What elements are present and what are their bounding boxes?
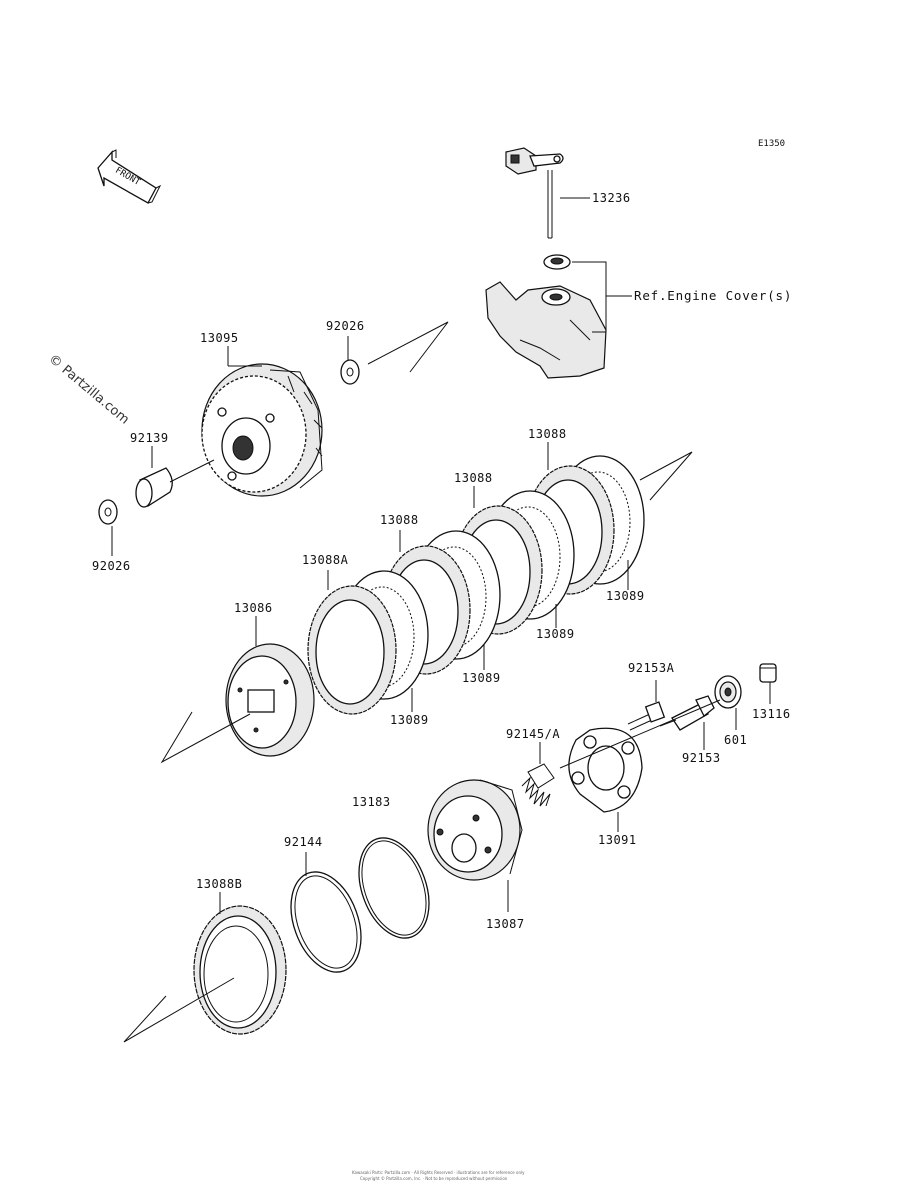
part-92153-bolt[interactable]: [659, 695, 715, 731]
label-92153[interactable]: 92153: [682, 751, 721, 765]
label-92026-bottom[interactable]: 92026: [92, 559, 131, 573]
label-13089-a[interactable]: 13089: [606, 589, 645, 603]
part-13183-ring[interactable]: [346, 828, 442, 948]
label-13087[interactable]: 13087: [486, 917, 525, 931]
label-92153A[interactable]: 92153A: [628, 661, 675, 675]
label-13086[interactable]: 13086: [234, 601, 273, 615]
label-13089-c[interactable]: 13089: [462, 671, 501, 685]
label-13088B[interactable]: 13088B: [196, 877, 242, 891]
part-92026-washer-top[interactable]: [340, 359, 360, 385]
part-92153A-bolt[interactable]: [627, 701, 666, 731]
label-13091[interactable]: 13091: [598, 833, 637, 847]
part-13095-clutch-housing[interactable]: [201, 363, 323, 497]
part-13088A-friction-plate[interactable]: [307, 585, 397, 715]
footer-line-1: Kawasaki Parts: Partzilla.com · All Righ…: [352, 1170, 525, 1175]
label-13088-a[interactable]: 13088: [528, 427, 567, 441]
label-ref-engine-cover[interactable]: Ref.Engine Cover(s): [634, 288, 792, 303]
label-601[interactable]: 601: [724, 733, 747, 747]
footer-line-2: Copyright © Partzilla.com, Inc. · Not to…: [360, 1176, 508, 1181]
part-92144-spring-ring[interactable]: [278, 862, 374, 982]
label-13095[interactable]: 13095: [200, 331, 239, 345]
label-13183[interactable]: 13183: [352, 795, 391, 809]
label-92145A[interactable]: 92145/A: [506, 727, 560, 741]
part-13087-clutch-boss[interactable]: [427, 779, 523, 881]
part-92145A-spring[interactable]: [521, 763, 555, 807]
label-92026-top[interactable]: 92026: [326, 319, 365, 333]
label-13089-b[interactable]: 13089: [536, 627, 575, 641]
watermark-text: © Partzilla.com: [45, 352, 131, 428]
engine-cover-reference: [485, 281, 607, 379]
label-13236[interactable]: 13236: [592, 191, 631, 205]
label-13089-d[interactable]: 13089: [390, 713, 429, 727]
part-13088B-friction-plate[interactable]: [193, 905, 287, 1035]
part-oil-seal[interactable]: [543, 254, 571, 270]
part-601-bearing[interactable]: [714, 675, 742, 709]
part-92026-washer-bottom[interactable]: [98, 499, 118, 525]
label-13088-b[interactable]: 13088: [454, 471, 493, 485]
diagram-code: E1350: [758, 139, 785, 149]
part-13116-pin[interactable]: [759, 663, 777, 683]
front-arrow-icon: FRONT: [97, 149, 162, 204]
label-13088-c[interactable]: 13088: [380, 513, 419, 527]
part-13091-pressure-plate[interactable]: [568, 727, 643, 813]
part-13236-push-rod[interactable]: [505, 147, 564, 239]
label-92144[interactable]: 92144: [284, 835, 323, 849]
part-92139-sleeve[interactable]: [135, 459, 215, 508]
label-13088A[interactable]: 13088A: [302, 553, 349, 567]
label-13116[interactable]: 13116: [752, 707, 791, 721]
part-13086-clutch-hub[interactable]: [225, 643, 315, 757]
label-92139[interactable]: 92139: [130, 431, 169, 445]
